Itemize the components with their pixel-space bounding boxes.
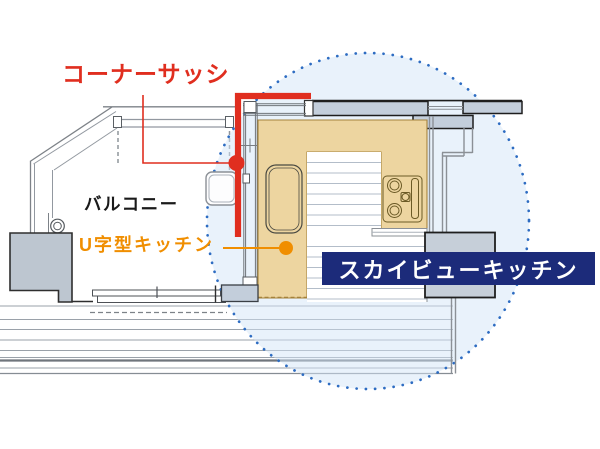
sink xyxy=(265,164,303,234)
wall-blocks xyxy=(9,231,496,303)
corner-sash-marker-dot xyxy=(228,155,245,171)
u-shaped-kitchen-label: U字型キッチン xyxy=(79,235,214,255)
balcony-plan xyxy=(29,106,241,303)
right-walls xyxy=(428,116,474,374)
leader-lines xyxy=(142,95,293,255)
corner-sash-highlight xyxy=(234,92,311,237)
top-wall xyxy=(303,99,523,130)
sky-view-kitchen-badge: スカイビューキッチン xyxy=(322,252,595,285)
balcony-label: バルコニー xyxy=(84,194,179,214)
balcony-stool xyxy=(205,171,238,206)
stove xyxy=(382,175,423,223)
sky-view-kitchen-badge-text: スカイビューキッチン xyxy=(338,257,579,283)
corner-window-frame xyxy=(238,101,306,286)
corner-sash-label: コーナーサッシ xyxy=(62,61,230,87)
u-kitchen-marker-dot xyxy=(279,241,293,255)
